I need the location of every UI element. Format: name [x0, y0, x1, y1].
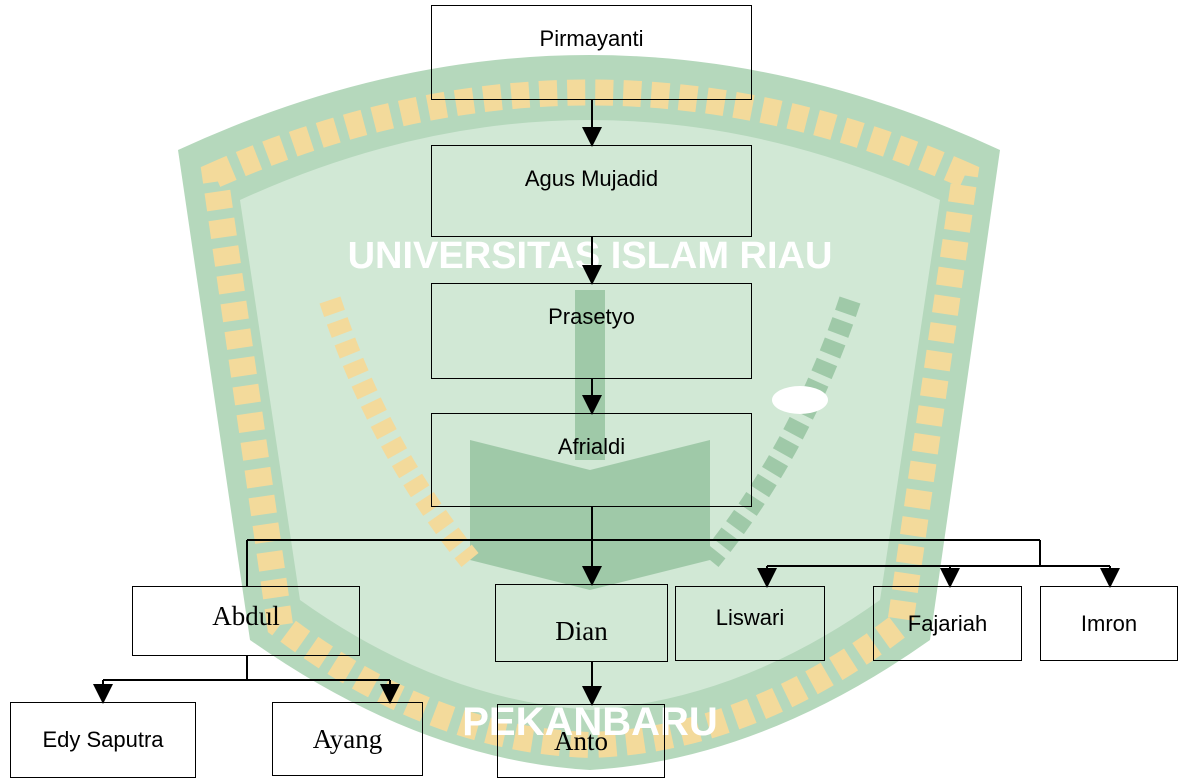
node-edy-saputra: Edy Saputra	[10, 702, 196, 778]
node-liswari-label: Liswari	[715, 605, 785, 630]
node-edy-saputra-label: Edy Saputra	[42, 727, 164, 752]
node-anto-label: Anto	[554, 725, 608, 756]
node-afrialdi: Afrialdi	[431, 413, 752, 507]
node-pirmayanti-label: Pirmayanti	[539, 26, 644, 51]
node-fajariah-label: Fajariah	[907, 610, 988, 636]
node-prasetyo-label: Prasetyo	[548, 304, 635, 329]
node-fajariah: Fajariah	[873, 586, 1022, 661]
node-ayang-label: Ayang	[312, 723, 383, 754]
node-abdul-label: Abdul	[212, 601, 280, 631]
node-dian: Dian	[495, 584, 668, 662]
node-anto: Anto	[497, 704, 665, 778]
node-imron-label: Imron	[1080, 610, 1138, 636]
node-agus-mujadid-label: Agus Mujadid	[524, 166, 659, 191]
node-imron: Imron	[1040, 586, 1178, 661]
node-liswari: Liswari	[675, 586, 825, 661]
node-abdul: Abdul	[132, 586, 360, 656]
node-dian-label: Dian	[555, 615, 608, 646]
node-ayang: Ayang	[272, 702, 423, 776]
node-agus-mujadid: Agus Mujadid	[431, 145, 752, 237]
node-pirmayanti: Pirmayanti	[431, 5, 752, 100]
node-afrialdi-label: Afrialdi	[557, 434, 626, 459]
node-prasetyo: Prasetyo	[431, 283, 752, 379]
